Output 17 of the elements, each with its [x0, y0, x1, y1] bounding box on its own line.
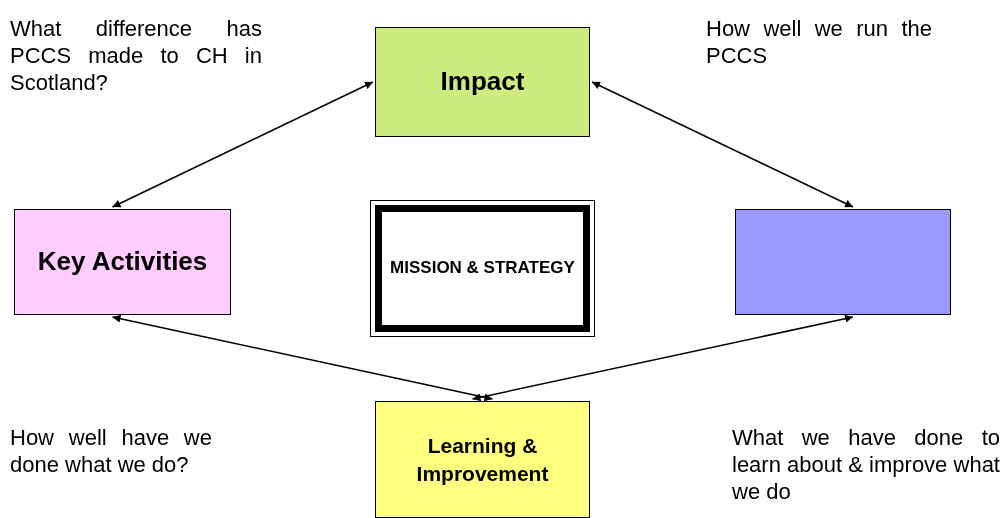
double-arrow	[471, 314, 854, 402]
process-box	[735, 209, 951, 315]
double-arrow	[591, 81, 854, 208]
box-label: Impact	[439, 65, 526, 99]
process-box	[14, 209, 231, 315]
framed-box	[370, 200, 595, 337]
box-label: MISSION & STRATEGY	[389, 257, 576, 280]
double-arrow	[111, 81, 374, 208]
box-label: Key Activities	[36, 245, 209, 279]
question-text: How well we run the PCCS	[706, 15, 932, 69]
question-text: What we have done to learn about & improve what we do	[732, 424, 1000, 505]
process-box	[375, 27, 590, 137]
box-label: Learning & Improvement	[415, 433, 550, 487]
question-text: What difference has PCCS made to CH in Scotland?	[10, 15, 262, 96]
double-arrow	[111, 314, 494, 402]
question-text: How well have we done what we do?	[10, 424, 212, 478]
process-box	[375, 401, 590, 518]
